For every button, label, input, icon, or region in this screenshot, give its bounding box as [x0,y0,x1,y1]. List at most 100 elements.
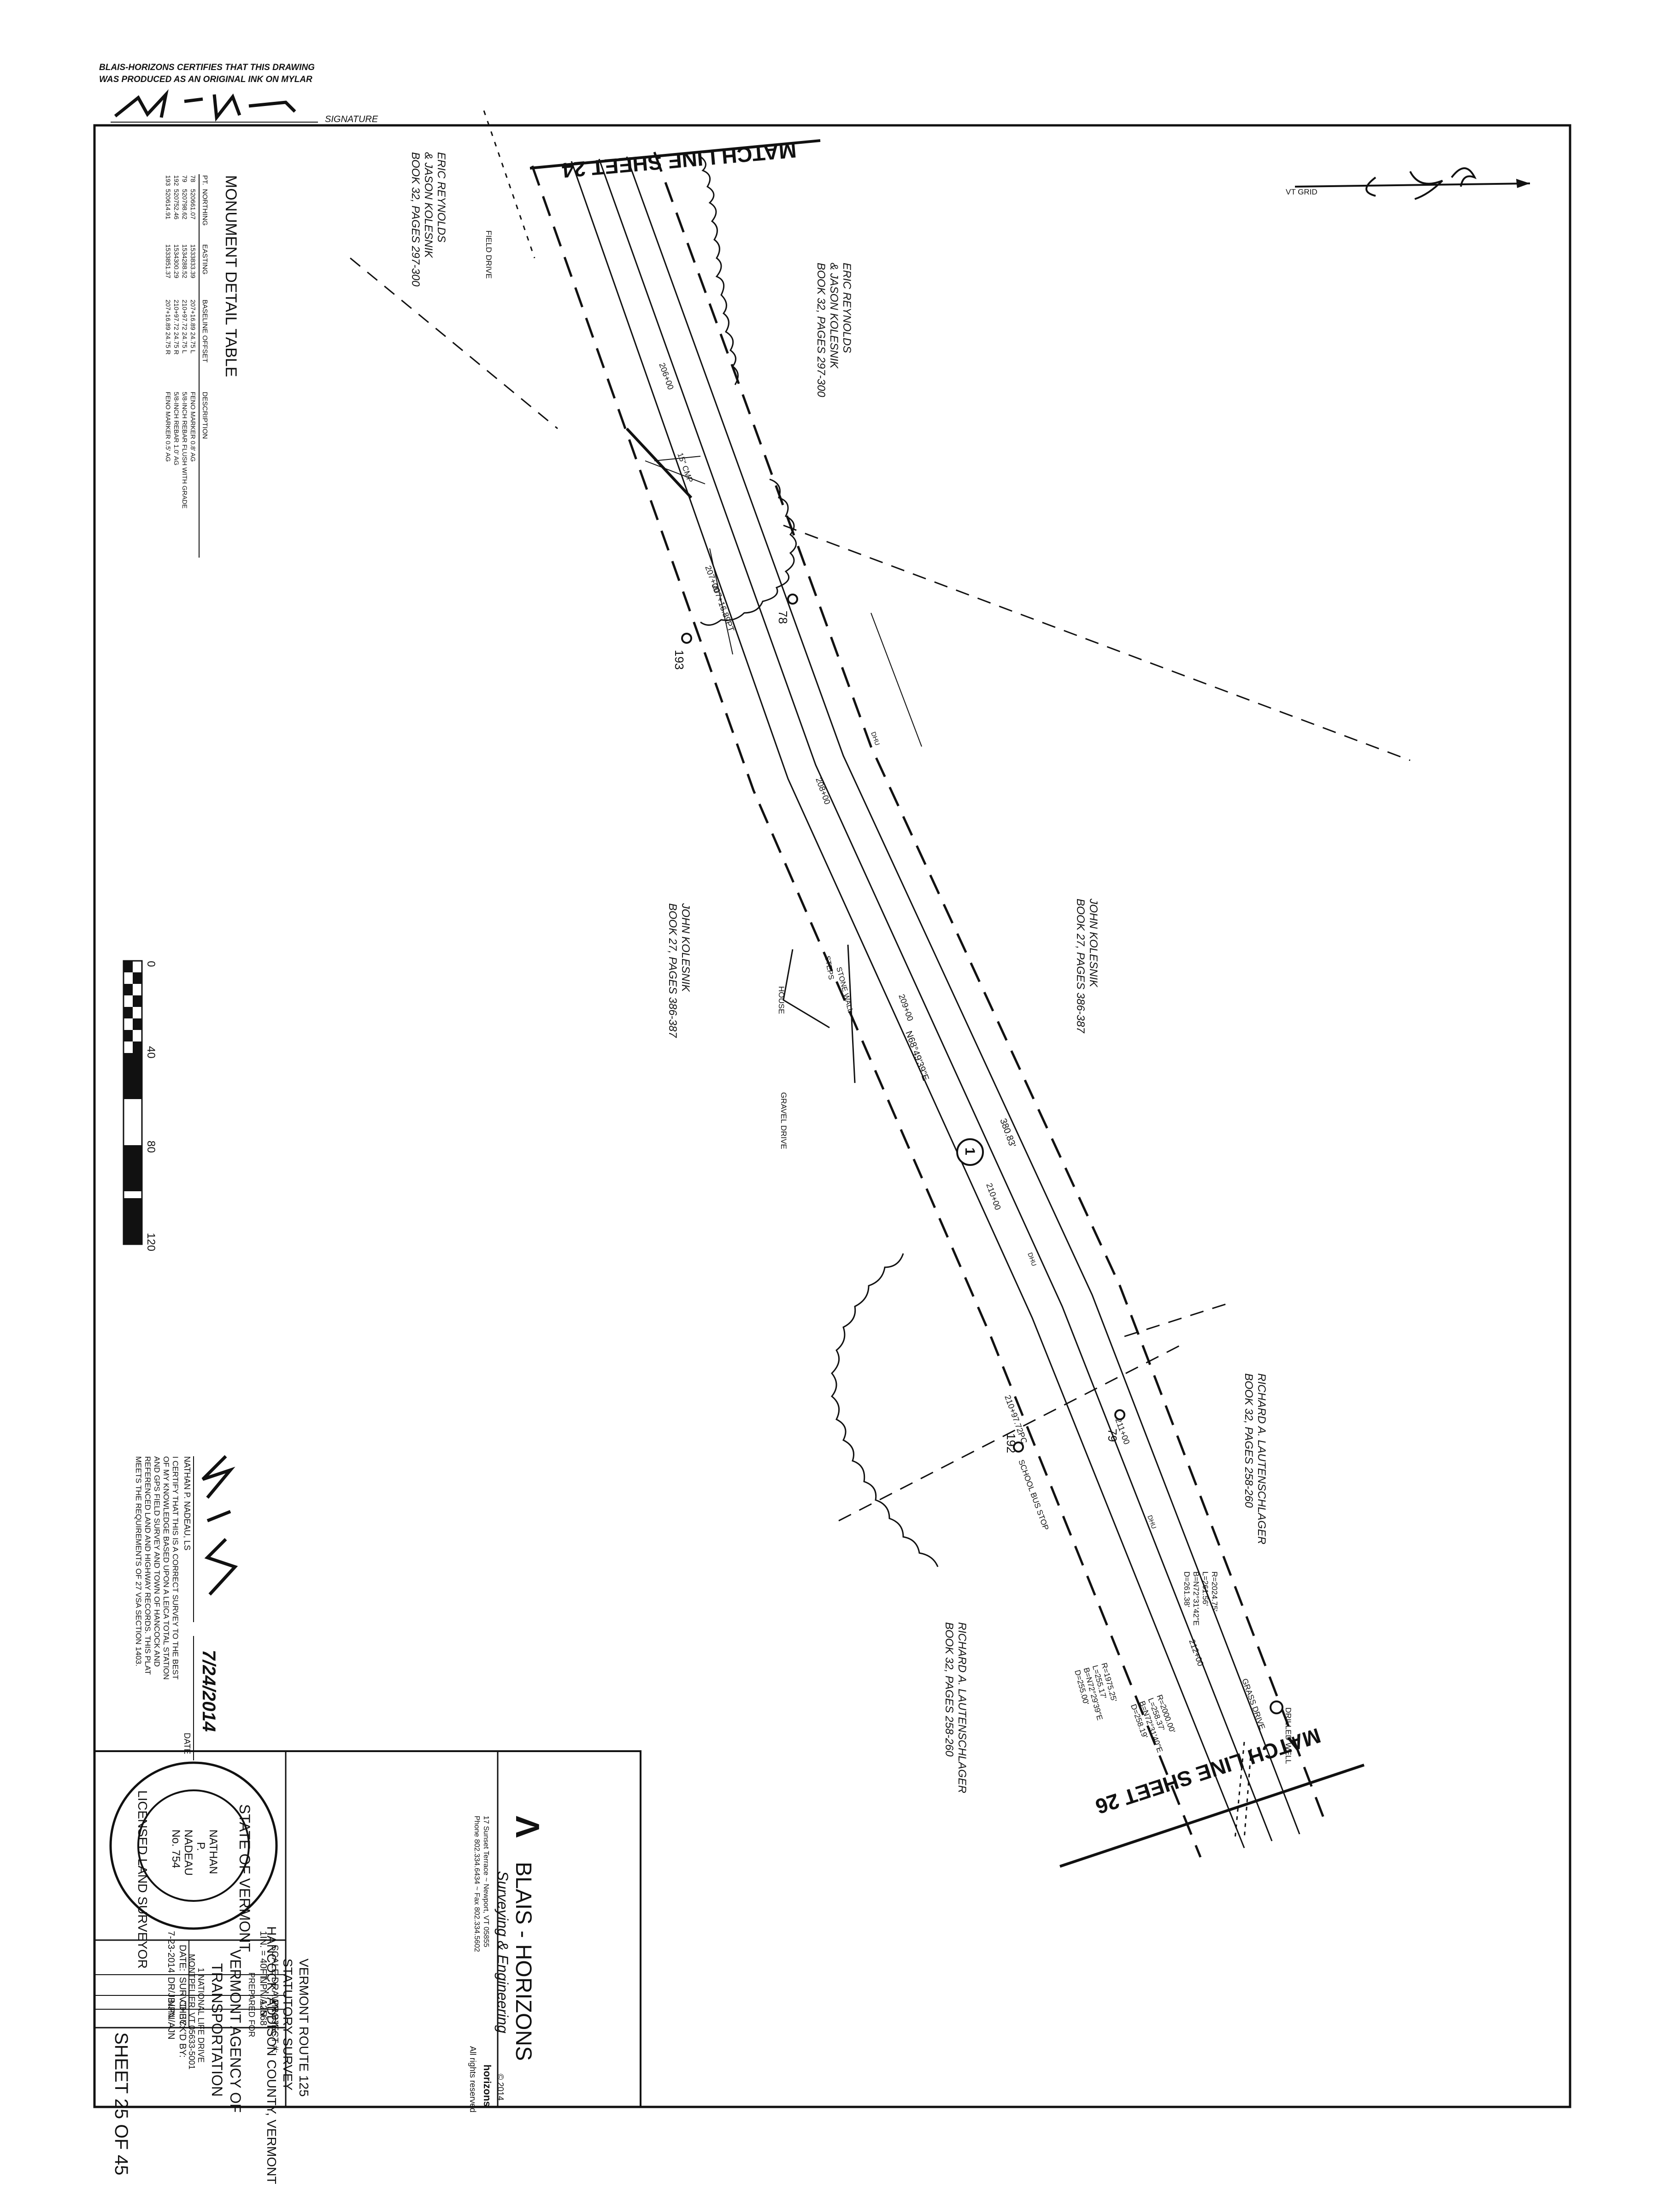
table-cell: 1534300.29 [173,244,180,278]
table-header-northing: NORTHING [201,189,209,226]
company-address-1: 17 Sunset Terrace ~ Newport, VT 05855 [482,1816,490,1947]
drawing-border [93,124,1571,2108]
surveyor-date-label: DATE [182,1733,192,1754]
owner-john-north: JOHN KOLESNIK BOOK 27, PAGES 386-387 [1074,898,1100,1034]
well-icon [1270,1700,1283,1714]
owner-line: BOOK 27, PAGES 386-387 [666,903,679,1038]
property-line-west [350,257,558,429]
monument-detail-table: MONUMENT DETAIL TABLE PT. NORTHING EASTI… [165,174,240,558]
table-cell: 1533851.37 [165,244,172,278]
seal-name-2: P. [194,1842,207,1851]
client-line-1: VERMONT AGENCY OF [227,1949,244,2112]
house-label: HOUSE [777,986,786,1014]
right-of-way-line-north [653,152,1329,1828]
cell-label: PROJECT #: [270,2000,280,2053]
cert-text-line: MEETS THE REQUIREMENTS OF 27 VSA SECTION… [134,1456,143,1666]
centerline-baseline [598,159,1273,1841]
table-cell: 5/8-INCH REBAR FLUSH WITH GRADE [181,392,188,509]
sheet-number: SHEET 25 OF 45 [111,2032,131,2176]
owner-line: JOHN KOLESNIK [1087,898,1100,988]
table-cell: 520661.07 [189,189,197,219]
table-header-pt: PT. [201,175,209,185]
edge-of-pavement-south [571,161,1245,1848]
tree-line-north-mid [700,478,797,626]
table-cell: 192 [173,175,180,186]
table-cell: 1533833.39 [189,244,197,278]
curve-north: R=2024.75' L=261.56' B=N72°31'42"E D=261… [1182,1571,1219,1626]
title-block [94,1750,641,2108]
owner-line: JOHN KOLESNIK [679,903,692,992]
owner-eric-right: ERIC REYNOLDS & JASON KOLESNIK BOOK 32, … [815,263,853,397]
table-cell: 207+16.89 24.75 L [189,300,197,353]
point-78-marker [787,594,798,605]
stations: 206+00 207+00 208+00 209+00 210+00 211+0… [657,362,1206,1668]
cell-value: DR/JB/JN [166,1977,176,2018]
point-79-label: 79 [1106,1429,1119,1442]
company-name: BLAIS - HORIZONS [511,1862,535,2061]
table-cell: 520614.91 [165,189,172,219]
table-cell: FENO MARKER 0.8' AG [189,392,197,462]
station-208: 208+00 [814,777,832,806]
company-address-2: Phone 802.334.6434 ~ Fax 802.334.5602 [473,1816,481,1952]
course-circle [956,1138,984,1166]
drilled-well-label: DRILLED WELL [1284,1707,1293,1764]
owner-line: BOOK 32, PAGES 297-300 [815,263,827,397]
table-cell: 520752.46 [173,189,180,219]
point-193-label: 193 [672,650,686,670]
gravel-drive-label: GRAVEL DRIVE [779,1092,788,1149]
scale-tick-0: 0 [145,961,157,967]
station-212: 212+00 [1187,1638,1206,1668]
bearing-main: N68°49'39"E [903,1030,930,1082]
house-outline [782,949,830,1029]
project-block: VERMONT ROUTE 125 STATUTORY SURVEY HANCO… [187,1926,311,2184]
monument-points: 78 79 192 193 [672,594,1125,1453]
cell-label: SCALE [270,1945,280,1975]
grass-drive-label: GRASS DRIVE [1240,1677,1267,1731]
owner-eric-left: ERIC REYNOLDS & JASON KOLESNIK BOOK 32, … [409,152,447,287]
owner-line: ERIC REYNOLDS [841,263,853,353]
point-78-label: 78 [776,611,790,624]
owner-line: BOOK 32, PAGES 297-300 [409,152,422,287]
vt-grid-arrow-icon [1365,167,1477,200]
table-header-easting: EASTING [201,244,209,275]
owner-line: RICHARD A. LAUTENSCHLAGER [1255,1373,1268,1544]
field-drive-label: FIELD DRIVE [484,230,493,279]
cell-value: 12568 [258,2000,268,2026]
match-line-top: MATCH LINE SHEET 24 [529,138,821,182]
scale-tick-80: 80 [145,1141,157,1153]
table-row: 193 520614.91 1533851.37 207+16.89 24.75… [165,175,172,462]
owner-line: ERIC REYNOLDS [435,152,447,242]
info-cells: SCALE 1IN. = 40FT. DRAWN BY: NPN/AJN PRO… [111,1931,280,2176]
table-cell: 210+97.72 24.75 L [181,300,188,353]
tree-line-north-top [700,156,739,385]
surveyor-date-handwritten: 7/24/2014 [199,1650,219,1732]
signature-label: SIGNATURE [325,114,378,124]
project-line-1: VERMONT ROUTE 125 [297,1959,311,2097]
feature-labels: FIELD DRIVE 15" CMP HOUSE STEPS STONE WA… [484,230,1293,1764]
point-192-label: 192 [1004,1433,1018,1453]
cert-text-line: REFERENCED LAND AND HIGHWAY RECORDS. THI… [143,1456,152,1675]
prepared-for: PREPARED FOR [247,1972,256,2037]
owner-line: & JASON KOLESNIK [422,152,435,258]
curve-line: D=261.38' [1182,1571,1191,1607]
table-row: 79 520798.62 1534288.52 210+97.72 24.75 … [181,175,188,509]
owner-richard-south: RICHARD A. LAUTENSCHLAGER BOOK 32, PAGES… [943,1622,968,1793]
owner-line: BOOK 32, PAGES 258-260 [1242,1373,1255,1508]
pt-label: 207+16.89PT [710,583,736,633]
stone-wall-label: STONE WALL [835,966,854,1014]
cell-label: SURV'D BY: [177,1977,188,2028]
seal-bottom-text: LICENSED LAND SURVEYOR [135,1790,150,1969]
certify-line-1: BLAIS-HORIZONS CERTIFIES THAT THIS DRAWI… [99,63,315,72]
point-192-marker [1013,1441,1024,1453]
owner-line: BOOK 32, PAGES 258-260 [943,1622,955,1757]
table-row: 78 520661.07 1533833.39 207+16.89 24.75 … [189,175,197,462]
dhu-label: DHU [1026,1252,1038,1267]
match-line-sheet-24: MATCH LINE SHEET 24 [561,138,797,182]
table-cell: 78 [189,175,197,182]
north-arrow: VT GRID [1286,167,1530,200]
curve-line: B=N72°31'42"E [1192,1571,1200,1626]
road-corridor [350,110,1411,1858]
surveyor-seal: STATE OF VERMONT LICENSED LAND SURVEYOR … [109,1761,278,1969]
client-line-2: TRANSPORTATION [209,1963,225,2097]
cell-value: 7-23-2014 [166,1931,176,1973]
